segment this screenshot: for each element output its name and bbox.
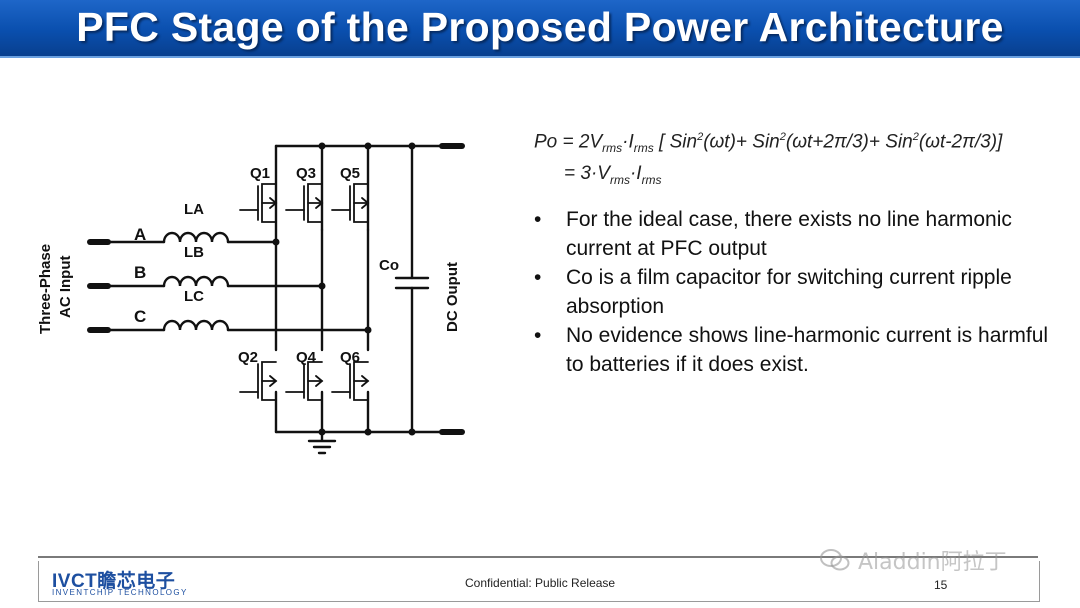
list-item: •No evidence shows line-harmonic current… (532, 321, 1052, 379)
label-q5: Q5 (340, 165, 360, 182)
label-la: LA (184, 201, 204, 218)
title-bar: PFC Stage of the Proposed Power Architec… (0, 0, 1080, 58)
label-lb: LB (184, 244, 204, 261)
confidential-label: Confidential: Public Release (465, 576, 616, 590)
junction-dot (272, 238, 280, 246)
mosfet-q5 (331, 183, 370, 223)
label-co: Co (379, 257, 399, 274)
label-phase-c: C (134, 307, 146, 326)
footer-rule (38, 556, 1038, 604)
mosfet-q2 (239, 361, 278, 401)
bullet-icon: • (534, 324, 542, 347)
junction-dot (318, 428, 326, 436)
junction-dot (408, 428, 416, 436)
label-q2: Q2 (238, 349, 258, 366)
mosfet-q4 (285, 361, 324, 401)
bullet-icon: • (534, 266, 542, 289)
inductor-lb (162, 275, 230, 288)
junction-dot (318, 282, 326, 290)
watermark-text: Aladdin阿拉丁 (858, 550, 1007, 575)
page-number: 15 (934, 578, 948, 592)
junction-dot (364, 428, 372, 436)
input-label-line1: Three-Phase (37, 244, 54, 334)
power-formula: Po = 2Vrms·Irms [ Sin2(ωt)+ Sin2(ωt+2π/3… (534, 124, 1002, 193)
label-q6: Q6 (340, 349, 360, 366)
junction-dot (318, 142, 326, 150)
bullet-icon: • (534, 208, 542, 231)
label-phase-b: B (134, 263, 146, 282)
mosfet-q6 (331, 361, 370, 401)
formula-line2: = 3·Vrms·Irms (564, 163, 662, 187)
inductor-la (162, 231, 230, 244)
watermark: Aladdin阿拉丁 (820, 544, 1007, 576)
footer (38, 561, 1040, 602)
label-lc: LC (184, 288, 204, 305)
bullet-list: •For the ideal case, there exists no lin… (532, 205, 1052, 379)
slide-title: PFC Stage of the Proposed Power Architec… (76, 4, 1004, 50)
output-label: DC Ouput (444, 262, 461, 332)
label-phase-a: A (134, 225, 146, 244)
company-logo-subtitle: INVENTCHIP TECHNOLOGY (52, 588, 188, 597)
list-item: •For the ideal case, there exists no lin… (532, 205, 1052, 263)
label-q3: Q3 (296, 165, 316, 182)
inductor-lc (162, 319, 230, 332)
label-q1: Q1 (250, 165, 270, 182)
label-q4: Q4 (296, 349, 317, 366)
junction-dot (364, 326, 372, 334)
input-label-line2: AC Input (57, 256, 74, 318)
wechat-icon (820, 549, 850, 571)
junction-dot (364, 142, 372, 150)
junction-dot (408, 142, 416, 150)
mosfet-q3 (285, 183, 324, 223)
list-item: •Co is a film capacitor for switching cu… (532, 263, 1052, 321)
company-logo: IVCT瞻芯电子 (52, 571, 176, 592)
mosfet-q1 (239, 183, 278, 223)
formula-line1: Po = 2Vrms·Irms [ Sin2(ωt)+ Sin2(ωt+2π/3… (534, 131, 1003, 156)
